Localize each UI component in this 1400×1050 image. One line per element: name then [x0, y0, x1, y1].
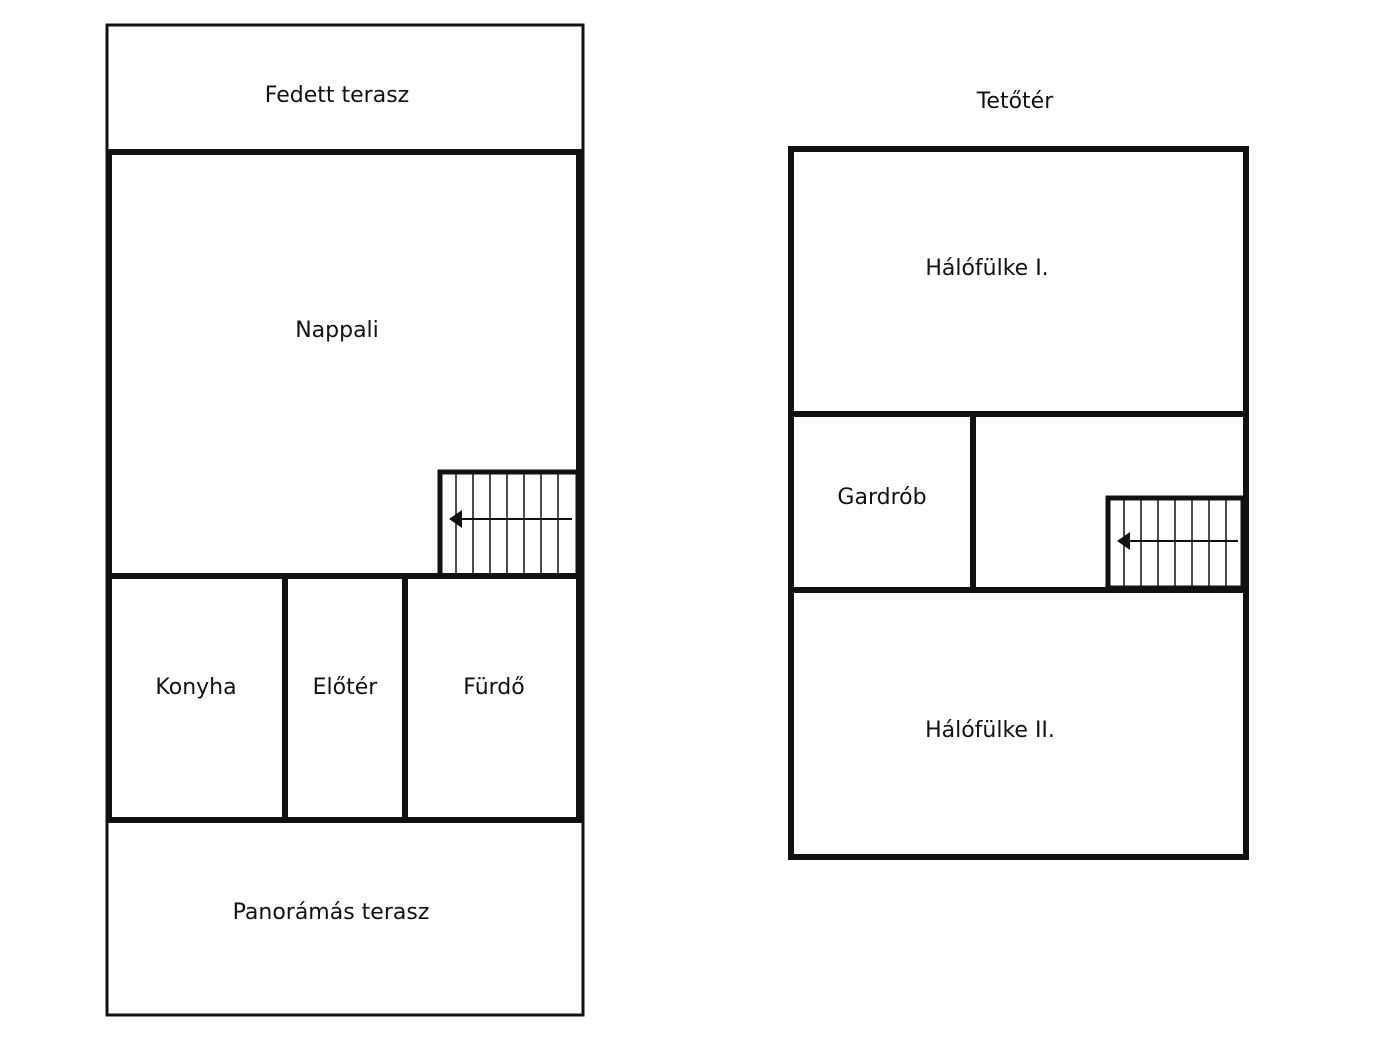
- ground-floor-plan: Fedett terasz Nappali Konyha Előtér Fürd…: [105, 23, 585, 1017]
- ground-floor-main-walls: [106, 149, 582, 823]
- room-label-bedroom-2: Hálófülke II.: [925, 718, 1055, 743]
- room-label-hallway: Előtér: [313, 675, 379, 700]
- room-label-panorama-terrace: Panorámás terasz: [233, 900, 430, 925]
- room-label-covered-terrace: Fedett terasz: [265, 83, 409, 108]
- room-label-bedroom-1: Hálófülke I.: [925, 256, 1048, 281]
- room-label-wardrobe: Gardrób: [837, 485, 926, 510]
- room-label-living-room: Nappali: [295, 318, 379, 343]
- attic-title: Tetőtér: [976, 89, 1054, 114]
- room-label-kitchen: Konyha: [155, 675, 236, 700]
- staircase-icon: [437, 469, 581, 579]
- attic-floor-plan: Tetőtér Hálófülke I. Gardrób Hálófülke I…: [788, 89, 1249, 860]
- room-label-bathroom: Fürdő: [463, 675, 524, 700]
- stairs-arrow-icon: [1117, 532, 1130, 550]
- staircase-icon: [1105, 495, 1246, 591]
- stairs-arrow-icon: [449, 510, 462, 528]
- attic-walls: [788, 146, 1249, 860]
